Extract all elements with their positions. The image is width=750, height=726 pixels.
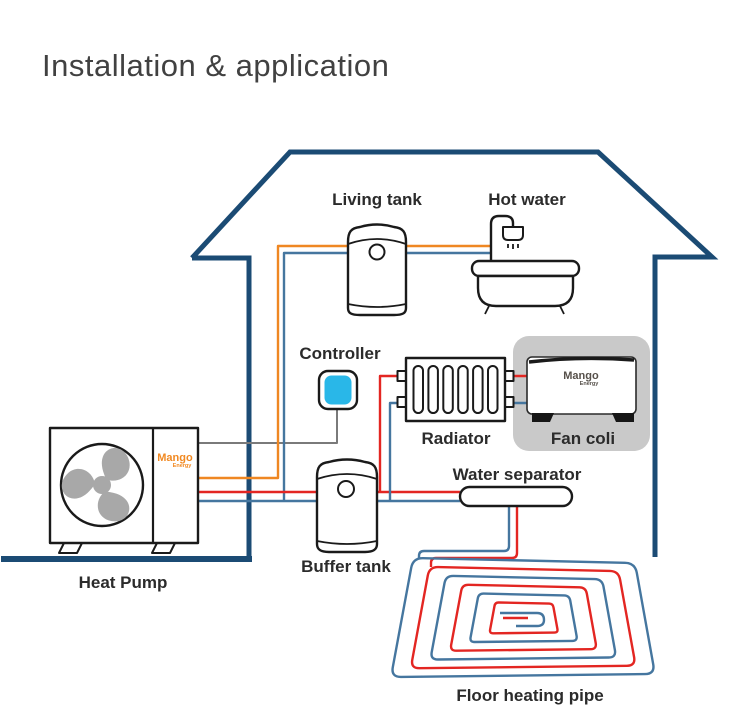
floor-heating-ring xyxy=(469,592,578,644)
house-roof-right-wall xyxy=(190,149,719,557)
living-tank-base-line xyxy=(347,303,407,308)
blue-radiator-riser xyxy=(388,401,407,501)
labels: Living tank Hot water Controller Radiato… xyxy=(79,190,616,705)
bathtub-rim xyxy=(470,259,581,278)
fan-icon xyxy=(61,447,130,522)
label-controller: Controller xyxy=(299,344,381,363)
buffer-tank-base-line xyxy=(316,540,378,545)
controller-wire xyxy=(198,408,338,444)
mango-logo: Mango xyxy=(563,370,599,382)
label-hot-water: Hot water xyxy=(488,190,566,209)
radiator xyxy=(396,356,515,423)
heat-pump-foot xyxy=(58,542,83,554)
floor-heating-ring xyxy=(391,556,655,679)
spiral-center-hook xyxy=(500,611,546,628)
heat-pump-foot xyxy=(151,542,176,554)
label-water-separator: Water separator xyxy=(453,465,582,484)
label-buffer-tank: Buffer tank xyxy=(301,557,391,576)
controller xyxy=(317,369,359,411)
fan-coil-foot-right xyxy=(612,413,634,422)
buffer-tank-body xyxy=(315,458,379,554)
controller-screen xyxy=(324,375,352,405)
radiator-fin xyxy=(457,365,469,414)
mango-logo-sub: Energy xyxy=(580,381,600,387)
living-tank-cap-line xyxy=(347,238,407,245)
living-tank-body xyxy=(346,223,408,317)
floor-heating-ring xyxy=(410,565,636,670)
heat-pump: Mango Energy xyxy=(48,426,200,554)
radiator-fin xyxy=(427,365,439,414)
fan-coil-foot-left xyxy=(532,413,554,422)
mango-logo-sub: Energy xyxy=(173,463,193,469)
buffer-tank-gauge xyxy=(337,480,355,498)
buffer-tank xyxy=(315,458,379,554)
red-floor-feed xyxy=(429,505,519,567)
shower-pipe xyxy=(489,214,515,262)
label-radiator: Radiator xyxy=(422,429,491,448)
blue-floor-feed xyxy=(417,505,511,559)
floor-heating-ring xyxy=(430,574,617,661)
fan-coil-top-band xyxy=(528,356,635,364)
label-floor-heating: Floor heating pipe xyxy=(456,686,603,705)
label-fan-coil: Fan coli xyxy=(551,429,615,448)
buffer-tank-cap-line xyxy=(316,473,378,480)
water-separator xyxy=(458,485,574,508)
label-heat-pump: Heat Pump xyxy=(79,573,168,592)
radiator-fin xyxy=(442,365,454,414)
house-outline xyxy=(1,149,719,562)
radiator-fin xyxy=(472,365,484,414)
blue-dhw-pipe xyxy=(282,251,490,501)
living-tank-gauge xyxy=(368,243,386,261)
house-left-wall xyxy=(192,255,252,557)
radiator-fin xyxy=(487,365,499,414)
living-tank xyxy=(346,223,408,317)
label-living-tank: Living tank xyxy=(332,190,422,209)
radiator-fin xyxy=(412,365,424,414)
bathtub-body xyxy=(476,274,575,308)
bathtub-feet xyxy=(484,305,565,315)
page-title: Installation & application xyxy=(42,48,390,83)
fan-coil-unit: Mango Energy xyxy=(505,336,650,451)
floor-heating-ring xyxy=(488,601,559,635)
floor-heating-spiral xyxy=(391,556,655,679)
red-radiator-riser xyxy=(378,374,407,492)
shower-spray xyxy=(507,244,519,249)
floor-heating-ring xyxy=(449,583,598,652)
shower-head-icon xyxy=(502,226,524,241)
mango-logo: Mango xyxy=(157,452,193,464)
hot-water-fixture xyxy=(470,214,581,315)
